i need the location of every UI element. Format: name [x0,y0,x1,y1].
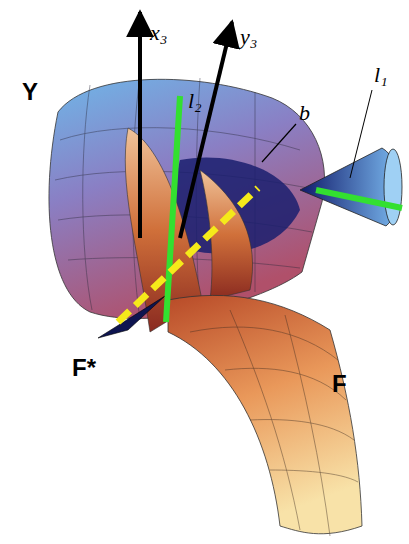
surface-name: F* [72,356,96,380]
line-label: b [299,102,310,124]
line-label: l₂ [188,90,202,112]
axis-label: x₃ [150,22,167,44]
line-label: l₁ [374,64,388,86]
axis-label: y₃ [240,26,257,48]
surface-name: F [332,372,347,396]
surface-name: Y [22,80,38,104]
